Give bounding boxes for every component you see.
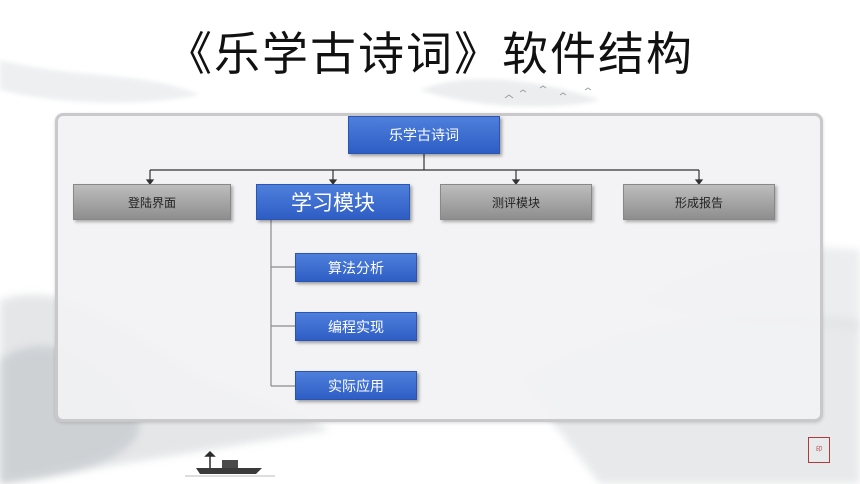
submodule-algorithm-analysis: 算法分析 (295, 253, 417, 282)
page-title: 《乐学古诗词》软件结构 (166, 27, 694, 81)
module-report: 形成报告 (623, 184, 775, 220)
submodule-programming: 编程实现 (295, 312, 417, 341)
diagram-panel (55, 113, 823, 422)
module-login: 登陆界面 (73, 184, 231, 220)
module-learning: 学习模块 (256, 184, 410, 220)
red-seal-stamp: 印 (808, 437, 830, 463)
module-evaluation: 测评模块 (440, 184, 592, 220)
submodule-application: 实际应用 (295, 371, 417, 400)
root-node: 乐学古诗词 (348, 116, 500, 154)
